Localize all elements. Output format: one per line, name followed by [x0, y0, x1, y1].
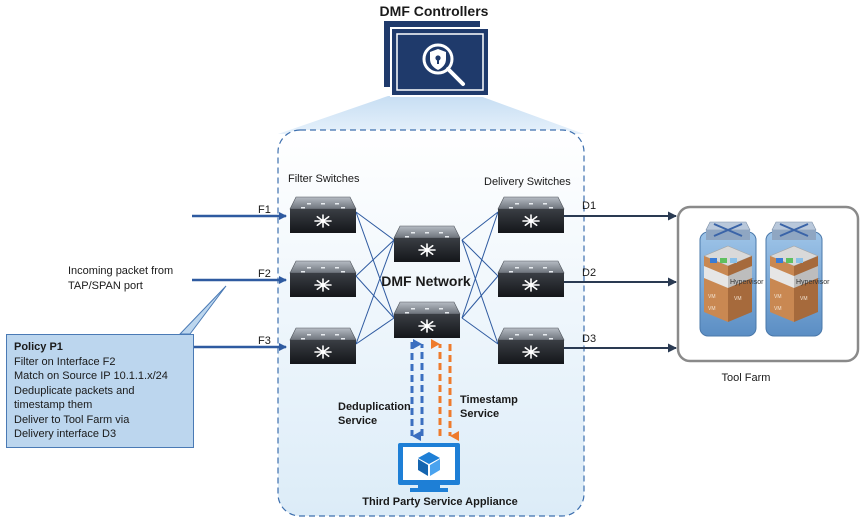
output-arrows	[562, 211, 677, 353]
crossed-arrows-icon	[705, 221, 751, 240]
vm-label: VM	[774, 306, 782, 312]
incoming-label-line2: TAP/SPAN port	[68, 280, 143, 292]
crossed-arrows-icon	[771, 221, 817, 240]
port-f3: F3	[258, 335, 271, 347]
timestamp-label-line1: Timestamp	[460, 394, 518, 406]
core-switch-2	[393, 301, 461, 338]
delivery-switches-label: Delivery Switches	[484, 176, 571, 188]
controller-projection	[278, 96, 584, 134]
port-d1: D1	[582, 200, 596, 212]
vm-label: VM	[734, 296, 742, 302]
delivery-switch-d3	[497, 327, 565, 364]
controllers-title: DMF Controllers	[380, 3, 489, 19]
dedup-label-line2: Service	[338, 415, 377, 427]
policy-box: Policy P1 Filter on Interface F2 Match o…	[6, 334, 194, 448]
hypervisor-label: Hypervisor	[730, 279, 764, 286]
policy-line: Filter on Interface F2	[14, 355, 116, 368]
hypervisor-stack-icon	[703, 245, 753, 322]
vm-label: VM	[774, 294, 782, 300]
appliance-label: Third Party Service Appliance	[362, 496, 517, 508]
port-f2: F2	[258, 268, 271, 280]
timestamp-label-line2: Service	[460, 408, 499, 420]
port-d2: D2	[582, 267, 596, 279]
policy-line: Match on Source IP 10.1.1.x/24	[14, 370, 168, 382]
policy-line: Delivery interface D3	[14, 428, 117, 440]
incoming-label-line1: Incoming packet from	[68, 265, 173, 277]
port-d3: D3	[582, 333, 596, 345]
hypervisor-label: Hypervisor	[796, 279, 830, 286]
monitor-cube-icon	[398, 443, 460, 492]
dmf-network-label: DMF Network	[381, 273, 471, 289]
delivery-switch-d2	[497, 260, 565, 297]
hypervisor-stack-icon	[769, 245, 819, 322]
policy-line: Deliver to Tool Farm via	[14, 413, 130, 426]
vm-label: VM	[708, 306, 716, 312]
filter-switch-f3	[289, 327, 357, 364]
dedup-label-line1: Deduplication	[338, 401, 411, 413]
service-arrows	[410, 339, 459, 441]
shield-search-icon	[382, 19, 490, 97]
delivery-switch-d1	[497, 196, 565, 233]
policy-title: Policy P1	[14, 341, 63, 353]
filter-switch-f2	[289, 260, 357, 297]
port-f1: F1	[258, 204, 271, 216]
policy-callout-pointer	[178, 285, 227, 335]
vm-label: VM	[708, 294, 716, 300]
core-switch-1	[393, 225, 461, 262]
filter-switch-f1	[289, 196, 357, 233]
tool-farm-label: Tool Farm	[722, 372, 771, 384]
filter-switches-label: Filter Switches	[288, 173, 360, 185]
vm-label: VM	[800, 296, 808, 302]
mesh-right	[461, 211, 499, 345]
policy-line: timestamp them	[14, 399, 93, 411]
switches	[289, 196, 565, 364]
policy-line: Deduplicate packets and	[14, 384, 135, 397]
mesh-left	[355, 211, 395, 345]
input-arrows	[192, 212, 287, 351]
